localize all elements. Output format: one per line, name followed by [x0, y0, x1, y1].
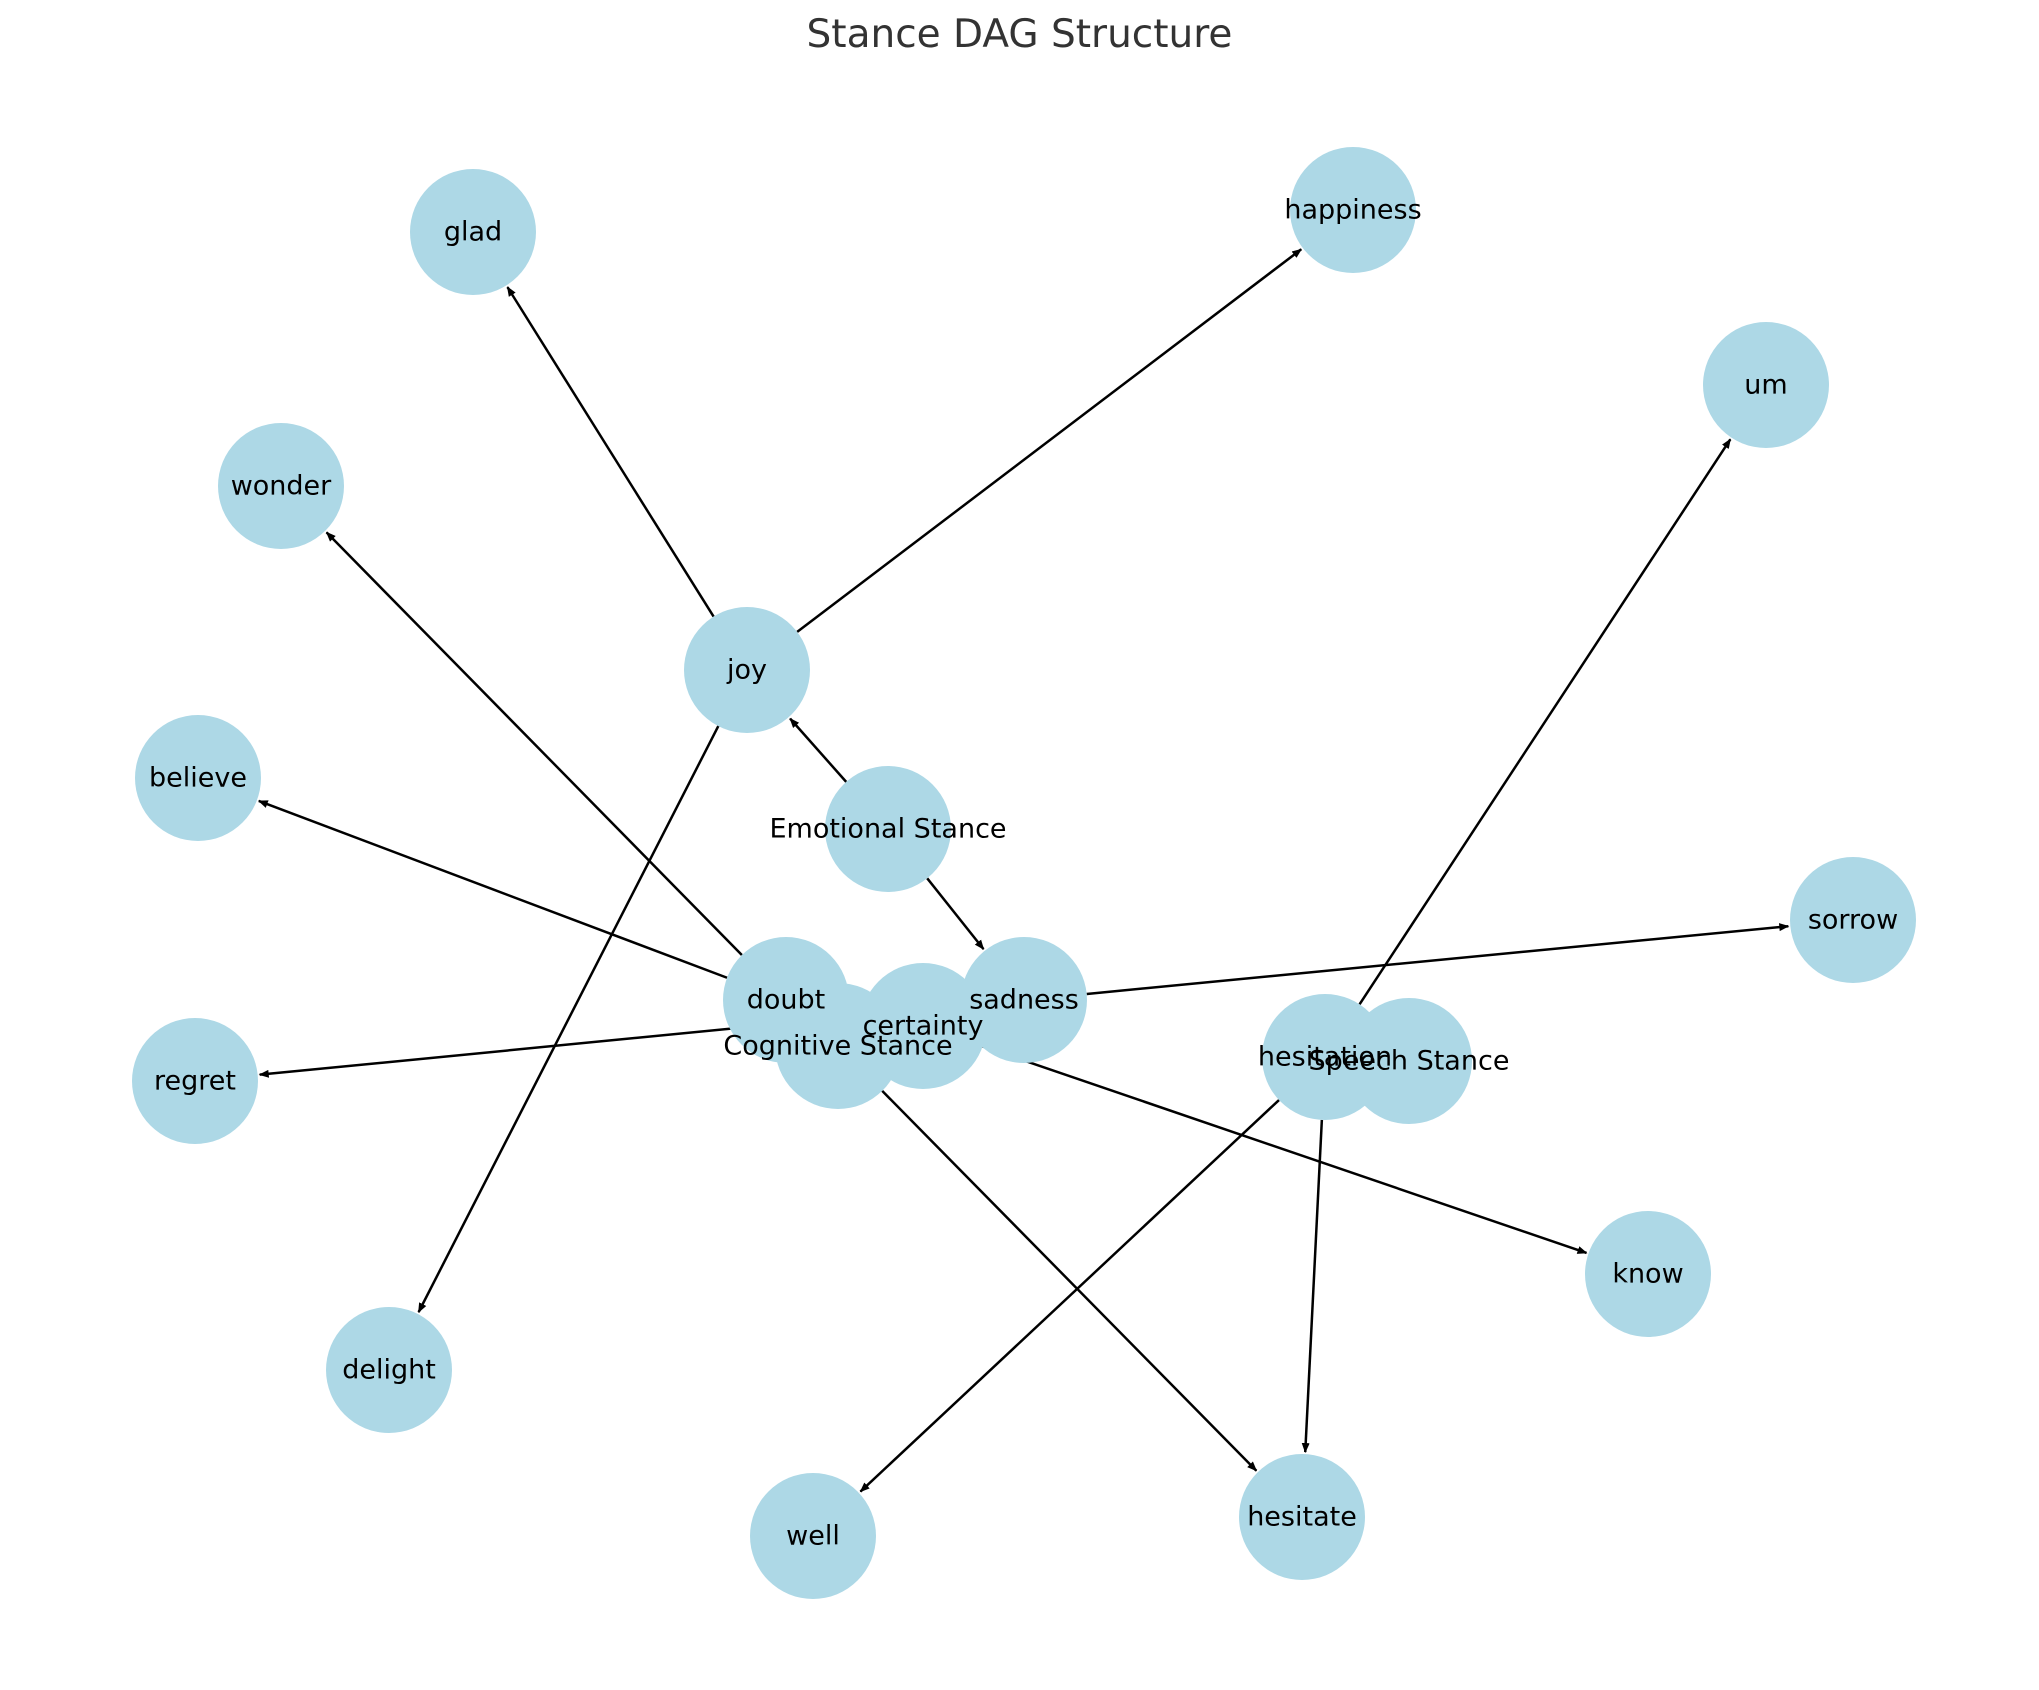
node-believe	[135, 715, 261, 841]
edge-doubt-to-wonder	[325, 531, 743, 956]
node-label-um: um	[1744, 370, 1787, 401]
edge-cognitive-stance-to-hesitate	[881, 1090, 1258, 1472]
node-glad	[410, 169, 536, 295]
node-delight	[326, 1307, 452, 1433]
edge-certainty-to-know	[982, 1045, 1588, 1255]
node-label-speech-stance: Speech Stance	[1309, 1046, 1510, 1077]
node-circle-joy	[684, 607, 810, 733]
node-know	[1585, 1211, 1711, 1337]
node-circle-regret	[132, 1018, 258, 1144]
node-label-joy: joy	[726, 655, 767, 686]
node-circle-doubt	[723, 937, 849, 1063]
node-label-certainty: certainty	[863, 1011, 984, 1042]
node-label-know: know	[1612, 1259, 1683, 1290]
node-label-regret: regret	[154, 1066, 236, 1097]
edge-hesitation-to-well	[859, 1099, 1280, 1493]
edge-joy-to-happiness	[796, 248, 1303, 633]
node-label-sorrow: sorrow	[1808, 905, 1898, 936]
edge-doubt-to-believe	[257, 799, 728, 979]
diagram-title: Stance DAG Structure	[806, 12, 1233, 57]
node-sadness	[961, 937, 1087, 1063]
edge-sadness-to-sorrow	[1086, 923, 1790, 996]
node-label-glad: glad	[444, 217, 502, 248]
node-circle-certainty	[860, 963, 986, 1089]
node-circle-hesitate	[1239, 1454, 1365, 1580]
node-emotional-stance	[825, 766, 951, 892]
node-label-cognitive-stance: Cognitive Stance	[723, 1031, 952, 1062]
node-label-sadness: sadness	[969, 985, 1079, 1016]
node-circle-sorrow	[1790, 857, 1916, 983]
edge-hesitation-to-um	[1358, 438, 1732, 1006]
node-well	[750, 1473, 876, 1599]
node-circle-emotional-stance	[825, 766, 951, 892]
edge-hesitation-to-hesitate	[1301, 1119, 1324, 1454]
node-circle-know	[1585, 1211, 1711, 1337]
node-circle-well	[750, 1473, 876, 1599]
node-circle-wonder	[218, 423, 344, 549]
edge-emotional-stance-to-sadness	[926, 877, 985, 950]
edge-joy-to-delight	[417, 725, 720, 1314]
node-regret	[132, 1018, 258, 1144]
node-label-believe: believe	[149, 763, 247, 794]
edges-layer	[257, 248, 1790, 1493]
node-circle-hesitation	[1262, 994, 1388, 1120]
edge-joy-to-glad	[506, 286, 715, 618]
node-sorrow	[1790, 857, 1916, 983]
node-hesitate	[1239, 1454, 1365, 1580]
node-label-well: well	[786, 1521, 840, 1552]
node-certainty	[860, 963, 986, 1089]
node-wonder	[218, 423, 344, 549]
node-label-emotional-stance: Emotional Stance	[769, 814, 1006, 845]
node-label-delight: delight	[342, 1355, 436, 1386]
node-circle-believe	[135, 715, 261, 841]
node-label-hesitation: hesitation	[1258, 1042, 1392, 1073]
edge-emotional-stance-to-joy	[789, 717, 848, 783]
node-label-wonder: wonder	[231, 471, 332, 502]
node-label-happiness: happiness	[1284, 195, 1421, 226]
node-circle-glad	[410, 169, 536, 295]
node-um	[1703, 322, 1829, 448]
node-happiness	[1290, 147, 1416, 273]
node-joy	[684, 607, 810, 733]
node-label-hesitate: hesitate	[1247, 1502, 1357, 1533]
node-circle-sadness	[961, 937, 1087, 1063]
node-label-doubt: doubt	[747, 985, 826, 1016]
node-circle-delight	[326, 1307, 452, 1433]
node-doubt	[723, 937, 849, 1063]
node-circle-um	[1703, 322, 1829, 448]
node-hesitation	[1262, 994, 1388, 1120]
node-circle-happiness	[1290, 147, 1416, 273]
